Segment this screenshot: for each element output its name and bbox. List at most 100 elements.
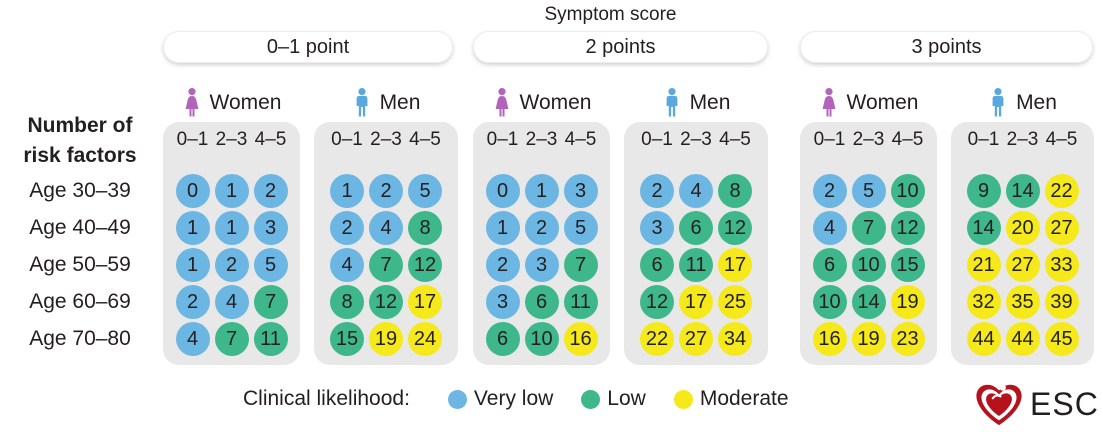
- likelihood-cell: 22: [640, 322, 674, 356]
- bin-label: 4–5: [719, 129, 751, 150]
- likelihood-cell: 44: [1005, 322, 1040, 356]
- bin-label: 0–1: [641, 129, 673, 150]
- score-pill-2-points: 2 points: [473, 31, 768, 63]
- likelihood-cell: 10: [812, 285, 847, 319]
- legend-item-moderate: Moderate: [673, 387, 789, 411]
- likelihood-cell: 7: [214, 322, 249, 356]
- likelihood-cell: 21: [966, 248, 1001, 282]
- risk-factors-header-line1: Number of: [27, 114, 133, 137]
- likelihood-cell: 0: [485, 174, 520, 208]
- likelihood-cell: 14: [966, 211, 1001, 245]
- likelihood-cell: 8: [718, 174, 752, 208]
- bin-label: 2–3: [215, 129, 248, 150]
- women-header: Women: [473, 84, 610, 122]
- likelihood-cell: 11: [679, 248, 713, 282]
- likelihood-cell: 8: [330, 285, 364, 319]
- likelihood-cell: 12: [640, 285, 674, 319]
- likelihood-cell: 6: [812, 248, 847, 282]
- likelihood-cell: 2: [330, 211, 364, 245]
- likelihood-cell: 16: [812, 322, 847, 356]
- score-pill-3-points: 3 points: [800, 31, 1093, 63]
- likelihood-cell: 1: [485, 211, 520, 245]
- likelihood-cell: 19: [369, 322, 403, 356]
- bin-label: 0–1: [813, 129, 846, 150]
- likelihood-cell: 2: [369, 174, 403, 208]
- likelihood-cell: 44: [966, 322, 1001, 356]
- very-low-dot-icon: [447, 389, 467, 409]
- likelihood-cell: 1: [330, 174, 364, 208]
- likelihood-cell: 19: [851, 322, 886, 356]
- likelihood-cell: 25: [718, 285, 752, 319]
- likelihood-cell: 12: [369, 285, 403, 319]
- bin-label: 0–1: [176, 129, 209, 150]
- legend-item-very-low: Very low: [447, 387, 554, 411]
- risk-factor-bins: 0–1 2–3 4–5: [800, 129, 937, 156]
- sex-label: Women: [519, 91, 592, 114]
- risk-factors-header-line2: risk factors: [23, 144, 137, 167]
- likelihood-cell: 35: [1005, 285, 1040, 319]
- likelihood-cell: 6: [524, 285, 559, 319]
- figure-title: Symptom score: [544, 4, 677, 25]
- likelihood-cell: 2: [524, 211, 559, 245]
- likelihood-cell: 2: [485, 248, 520, 282]
- likelihood-cell: 3: [563, 174, 598, 208]
- bin-label: 4–5: [409, 129, 441, 150]
- woman-icon: [495, 87, 508, 116]
- esc-heart-icon: [976, 384, 1022, 426]
- age-label-70-80: Age 70–80: [29, 327, 131, 350]
- likelihood-cell: 7: [253, 285, 288, 319]
- likelihood-cell: 17: [718, 248, 752, 282]
- man-icon: [666, 87, 677, 116]
- likelihood-cell: 4: [812, 211, 847, 245]
- bin-label: 2–3: [852, 129, 885, 150]
- likelihood-cell: 4: [369, 211, 403, 245]
- sex-label: Men: [689, 91, 731, 114]
- likelihood-cell: 34: [718, 322, 752, 356]
- esc-logo-text: ESC: [1030, 385, 1099, 422]
- likelihood-cell: 20: [1005, 211, 1040, 245]
- likelihood-cell: 14: [851, 285, 886, 319]
- likelihood-cell: 23: [890, 322, 925, 356]
- likelihood-cell: 8: [408, 211, 442, 245]
- likelihood-cell: 5: [408, 174, 442, 208]
- likelihood-cell: 4: [679, 174, 713, 208]
- bin-label: 4–5: [891, 129, 924, 150]
- moderate-dot-icon: [673, 389, 693, 409]
- likelihood-cell: 0: [175, 174, 210, 208]
- likelihood-cell: 24: [408, 322, 442, 356]
- likelihood-cell: 7: [369, 248, 403, 282]
- likelihood-cell: 4: [330, 248, 364, 282]
- sex-label: Women: [209, 91, 282, 114]
- women-header: Women: [800, 84, 937, 122]
- likelihood-cell: 1: [214, 211, 249, 245]
- very-low-label: Very low: [473, 387, 554, 410]
- man-icon: [356, 87, 367, 116]
- likelihood-cell: 6: [485, 322, 520, 356]
- man-icon: [992, 87, 1004, 116]
- likelihood-cell: 17: [408, 285, 442, 319]
- low-dot-icon: [581, 389, 601, 409]
- bin-label: 2–3: [370, 129, 402, 150]
- moderate-label: Moderate: [699, 387, 789, 410]
- likelihood-cell: 10: [851, 248, 886, 282]
- likelihood-cell: 7: [563, 248, 598, 282]
